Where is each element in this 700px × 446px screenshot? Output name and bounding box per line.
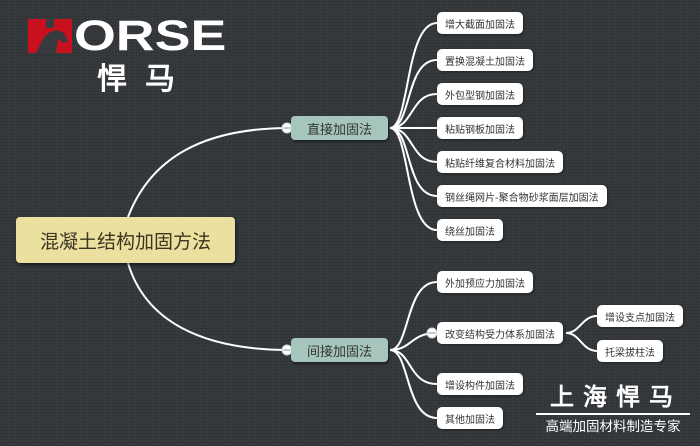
- branch-indirect-reinforcement[interactable]: 间接加固法: [291, 338, 388, 362]
- logo-cn-name: 悍马: [97, 62, 193, 97]
- horse-head-icon: [28, 19, 72, 53]
- leaf-enlarge-section[interactable]: 增大截面加固法: [437, 12, 523, 34]
- brand-tagline: 高端加固材料制造专家: [545, 419, 681, 435]
- leaf-external-prestress[interactable]: 外加预应力加固法: [437, 271, 533, 293]
- leaf-wire-wrapping[interactable]: 绕丝加固法: [437, 219, 503, 241]
- leaf-change-load-system[interactable]: 改变结构受力体系加固法: [437, 322, 563, 344]
- brand-divider: [536, 413, 690, 415]
- leaf-add-supports[interactable]: 增设支点加固法: [597, 305, 683, 327]
- leaf-other-methods[interactable]: 其他加固法: [437, 407, 503, 429]
- leaf-bond-steel-plate[interactable]: 粘贴钢板加固法: [437, 117, 523, 139]
- leaf-wire-mesh-mortar[interactable]: 钢丝绳网片-聚合物砂浆面层加固法: [437, 185, 607, 207]
- root-topic[interactable]: 混凝土结构加固方法: [16, 217, 235, 263]
- brand-title: 上海悍马: [550, 383, 682, 411]
- branch-direct-reinforcement[interactable]: 直接加固法: [291, 116, 388, 140]
- brand-footer: 上海悍马 高端加固材料制造专家: [533, 383, 693, 436]
- horse-logo: ORSE: [28, 12, 272, 60]
- leaf-bond-frp[interactable]: 粘贴纤维复合材料加固法: [437, 151, 563, 173]
- leaf-add-members[interactable]: 增设构件加固法: [437, 373, 523, 395]
- leaf-replace-concrete[interactable]: 置换混凝土加固法: [437, 49, 533, 71]
- leaf-beam-column-removal[interactable]: 托梁拔柱法: [597, 340, 663, 362]
- leaf-encase-steel[interactable]: 外包型钢加固法: [437, 83, 523, 105]
- logo-wordmark: ORSE: [74, 12, 227, 60]
